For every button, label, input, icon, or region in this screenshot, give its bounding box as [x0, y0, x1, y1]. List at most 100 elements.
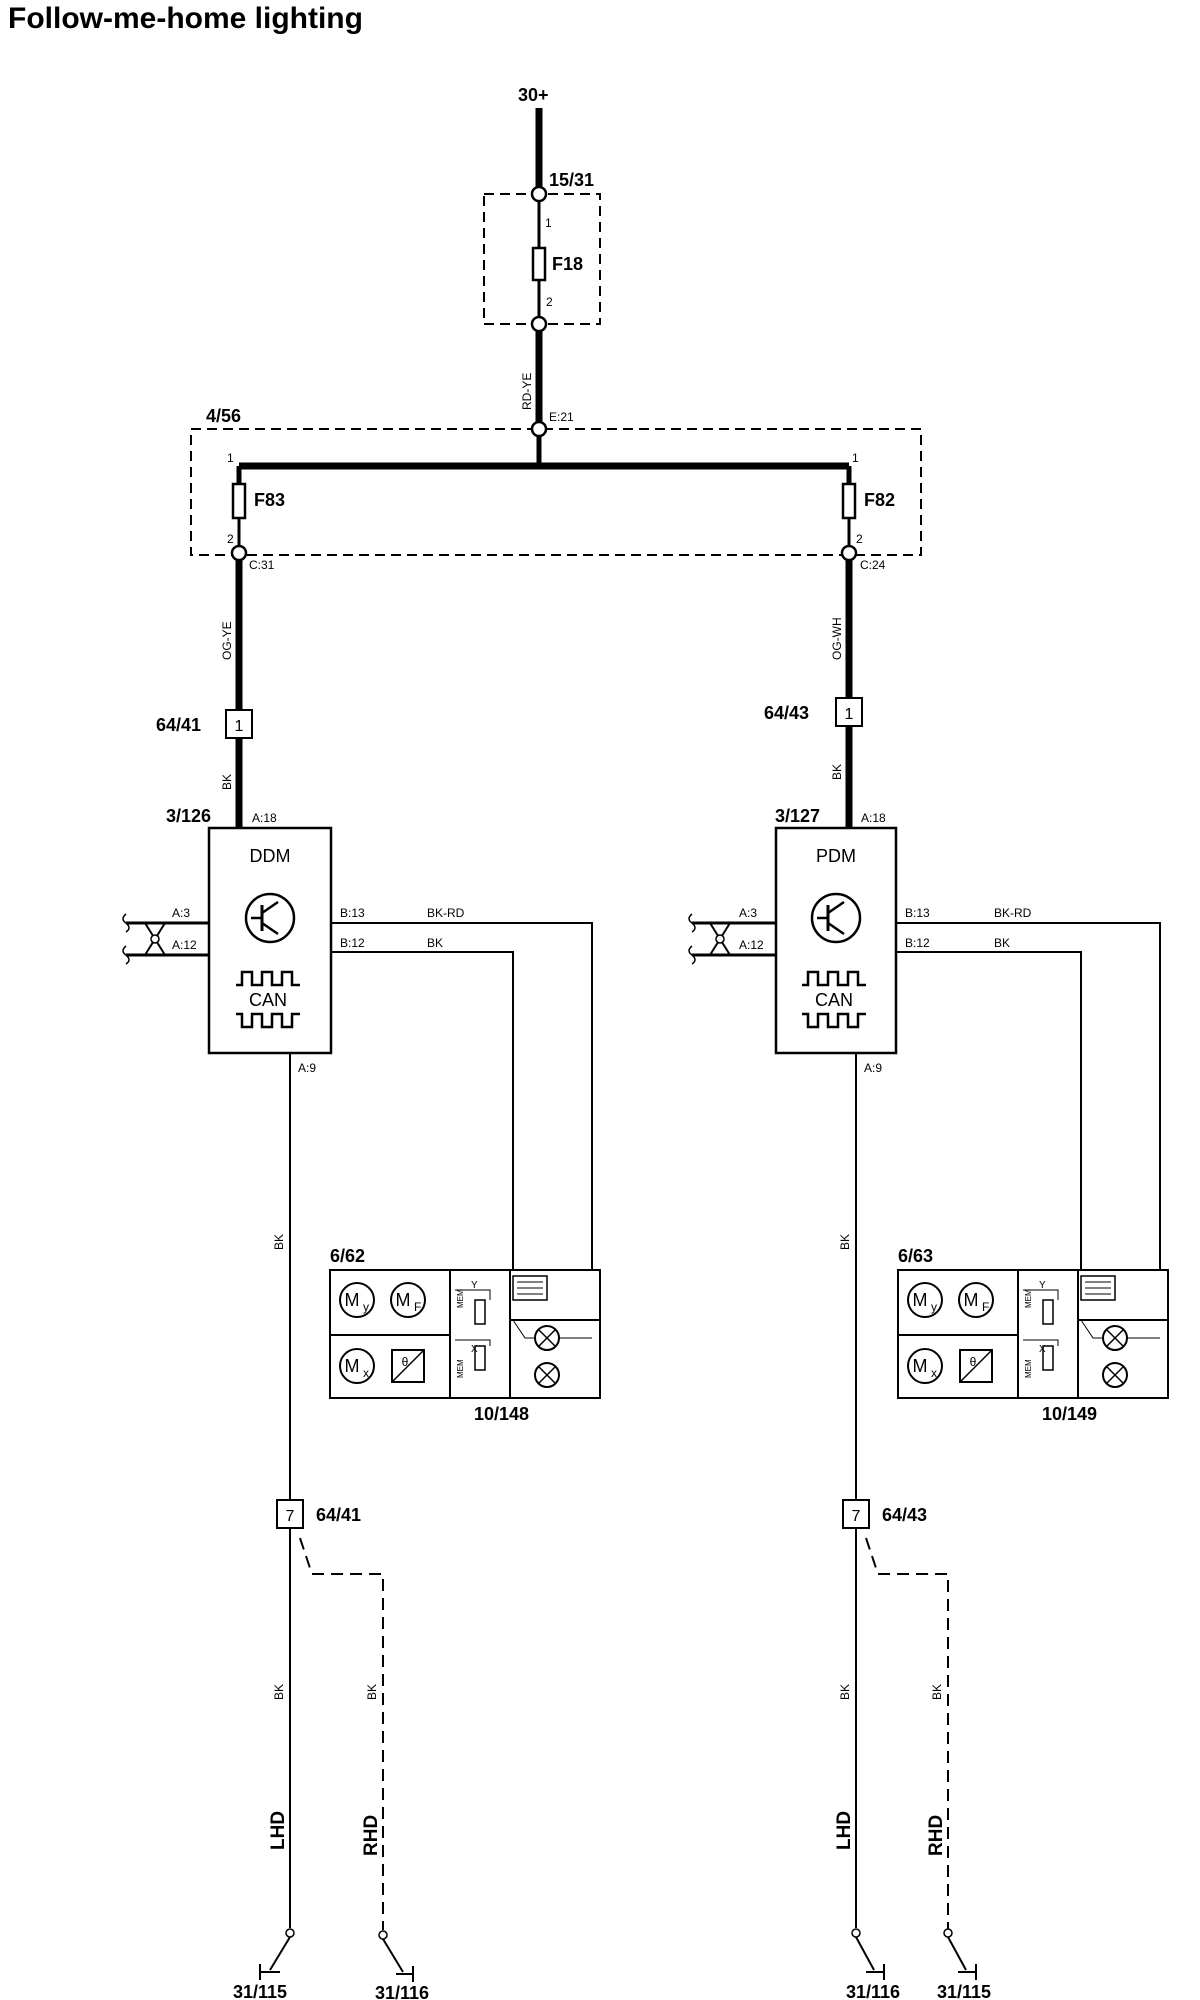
f83-out-pin: C:31	[249, 558, 275, 572]
right-motor-f-m: M	[964, 1290, 979, 1310]
f82-fuse-icon	[841, 482, 857, 520]
left-mem-y: Y	[471, 1280, 478, 1291]
ground-icon	[259, 1928, 295, 1980]
right-motor-f-sub: F	[982, 1300, 989, 1314]
right-ground-connector-box	[842, 1499, 870, 1529]
left-mirror-id: 6/62	[330, 1246, 365, 1266]
right-motor-y-m: M	[913, 1290, 928, 1310]
fuse-box-id: 4/56	[206, 406, 241, 426]
right-motor-y-sub: y	[931, 1300, 937, 1314]
right-motor-x-sub: x	[931, 1366, 937, 1380]
f82-pin-in: 1	[852, 451, 859, 465]
f18-pin-out: 2	[546, 295, 553, 309]
left-motor-y-m: M	[345, 1290, 360, 1310]
left-motor-f-sub: F	[414, 1300, 421, 1314]
can-bus-icon	[802, 970, 866, 1029]
central-fuse-box-id: 15/31	[549, 170, 594, 190]
right-mirror-unit: M y M F M x θ MEM Y MEM X	[897, 1269, 1169, 1399]
ddm-can-wires	[122, 913, 209, 965]
left-module-feed-color: BK	[220, 774, 234, 790]
ddm-ground-pin: A:9	[298, 1061, 316, 1075]
pdm-out-wire-1-line	[896, 922, 1161, 1270]
f18-terminal-top	[530, 185, 548, 203]
supply-label: 30+	[518, 85, 549, 105]
left-supply-wire-color: OG-YE	[220, 621, 234, 660]
pdm-out-pin-1: B:13	[905, 906, 930, 920]
right-lhd-label: LHD	[834, 1811, 855, 1850]
left-mem-1: MEM	[456, 1289, 465, 1308]
right-module-supply-pin: A:18	[861, 811, 886, 825]
right-mem-y: Y	[1039, 1280, 1046, 1291]
left-connector-pin: 1	[235, 718, 244, 735]
left-motor-y-sub: y	[363, 1300, 369, 1314]
left-ground-connector-id: 64/41	[316, 1505, 361, 1525]
feed-wire-color: RD-YE	[520, 373, 534, 410]
right-mirror-id: 6/63	[898, 1246, 933, 1266]
right-connector-pin: 1	[845, 706, 854, 723]
ddm-out-pin-1: B:13	[340, 906, 365, 920]
right-supply-wire-color: OG-WH	[830, 617, 844, 660]
pdm-out-wire-1: BK-RD	[994, 906, 1032, 920]
f18-pin-in: 1	[545, 216, 552, 230]
feed-pin: E:21	[549, 410, 574, 424]
ground-icon	[943, 1928, 977, 1980]
ddm-can-label: CAN	[249, 990, 287, 1010]
ddm-out-wire-1-line	[331, 922, 593, 1270]
right-module-id: 3/127	[775, 806, 820, 826]
right-rhd-ground-id: 31/115	[937, 1982, 991, 2000]
ground-icon	[378, 1930, 414, 1982]
left-connector-id: 64/41	[156, 715, 201, 735]
left-mem-2: MEM	[456, 1359, 465, 1378]
left-lhd-wire-color: BK	[272, 1684, 286, 1700]
ground-icon	[851, 1928, 885, 1980]
f82-label: F82	[864, 490, 895, 510]
left-ground-connector-pin: 7	[286, 1508, 295, 1525]
ddm-name: DDM	[250, 846, 291, 866]
right-module-feed-color: BK	[830, 764, 844, 780]
right-ground-connector-pin: 7	[852, 1508, 861, 1525]
f82-terminal	[840, 544, 858, 562]
right-lamp-id: 10/149	[1042, 1404, 1097, 1424]
left-rhd-label: RHD	[361, 1815, 382, 1856]
f83-fuse-icon	[231, 482, 247, 520]
left-connector-box	[225, 709, 253, 739]
right-motor-x-m: M	[913, 1356, 928, 1376]
left-lhd-ground-id: 31/115	[233, 1982, 287, 2000]
left-motor-x-sub: x	[363, 1366, 369, 1380]
left-motor-x-m: M	[345, 1356, 360, 1376]
transistor-icon	[810, 892, 862, 944]
ddm-out-wire-2-line	[331, 951, 514, 1270]
f83-pin-in: 1	[227, 451, 234, 465]
pdm-can-label: CAN	[815, 990, 853, 1010]
feed-terminal	[530, 420, 548, 438]
fuse-box-outline	[190, 428, 922, 556]
pdm-ground-wire-color: BK	[838, 1234, 852, 1250]
left-lhd-label: LHD	[268, 1811, 289, 1850]
f83-label: F83	[254, 490, 285, 510]
left-module-id: 3/126	[166, 806, 211, 826]
ddm-out-wire-1: BK-RD	[427, 906, 465, 920]
f83-pin-out: 2	[227, 532, 234, 546]
ddm-can-pin-2: A:12	[172, 938, 197, 952]
can-bus-icon	[236, 970, 300, 1029]
page-title: Follow-me-home lighting	[8, 2, 363, 35]
right-rhd-wire	[865, 1537, 949, 1930]
pdm-out-pin-2: B:12	[905, 936, 930, 950]
f18-fuse-icon	[531, 246, 547, 282]
ddm-ground-wire-color: BK	[272, 1234, 286, 1250]
left-motor-f-m: M	[396, 1290, 411, 1310]
pdm-can-pin-1: A:3	[739, 906, 757, 920]
left-theta: θ	[402, 1355, 409, 1369]
left-module-supply-pin: A:18	[252, 811, 277, 825]
ddm-out-wire-2: BK	[427, 936, 443, 950]
left-rhd-wire-color: BK	[365, 1684, 379, 1700]
f18-label: F18	[552, 254, 583, 274]
f82-out-pin: C:24	[860, 558, 886, 572]
f82-pin-out: 2	[856, 532, 863, 546]
pdm-out-wire-2: BK	[994, 936, 1010, 950]
transistor-icon	[244, 892, 296, 944]
pdm-can-wires	[688, 913, 776, 965]
left-mirror-unit: M y M F M x θ MEM Y MEM X	[329, 1269, 601, 1399]
f83-terminal	[230, 544, 248, 562]
